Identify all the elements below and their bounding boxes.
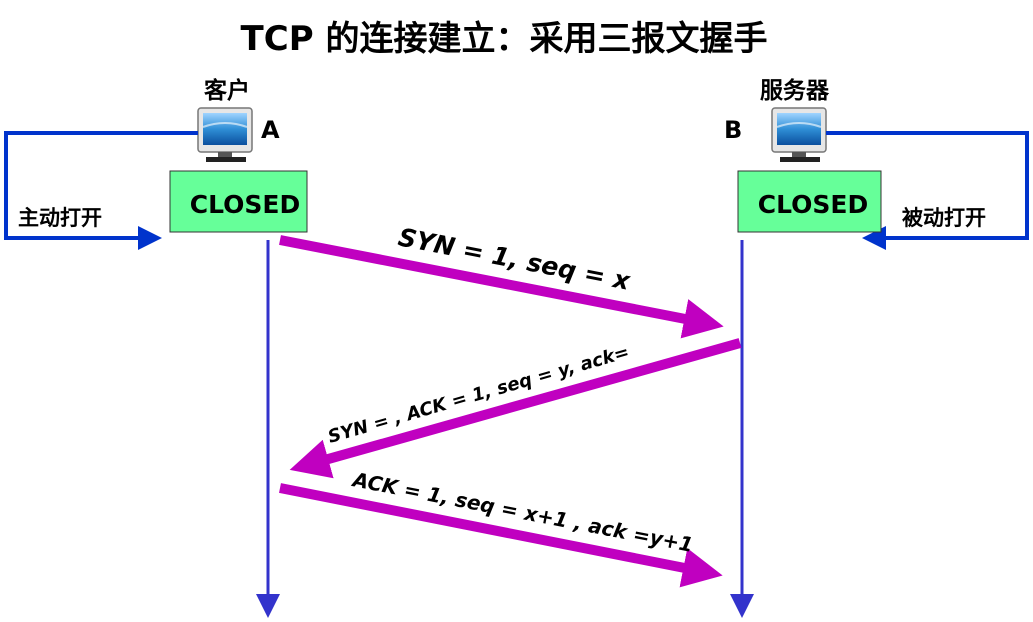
client-letter: A xyxy=(261,116,280,144)
syn-arrow xyxy=(279,235,724,339)
active-open-arrow xyxy=(4,131,198,250)
server-letter: B xyxy=(724,116,742,144)
computer-monitor-icon xyxy=(197,107,253,162)
server-role-label: 服务器 xyxy=(760,78,830,104)
ack-arrow xyxy=(279,483,723,588)
server-state-box xyxy=(737,170,882,233)
passive-open-label: 被动打开 xyxy=(902,206,986,230)
syn-ack-label: SYN = , ACK = 1, seq = y, ack= xyxy=(326,342,632,448)
active-open-label: 主动打开 xyxy=(18,206,102,230)
client-state-label: CLOSED xyxy=(190,190,300,219)
computer-monitor-icon xyxy=(771,107,827,162)
syn-ack-arrow xyxy=(289,338,742,479)
passive-open-arrow xyxy=(826,131,1029,250)
server-state-label: CLOSED xyxy=(758,190,868,219)
client-state-box xyxy=(169,170,308,233)
client-role-label: 客户 xyxy=(204,77,250,104)
page-title: TCP 的连接建立：采用三报文握手 xyxy=(241,19,768,59)
